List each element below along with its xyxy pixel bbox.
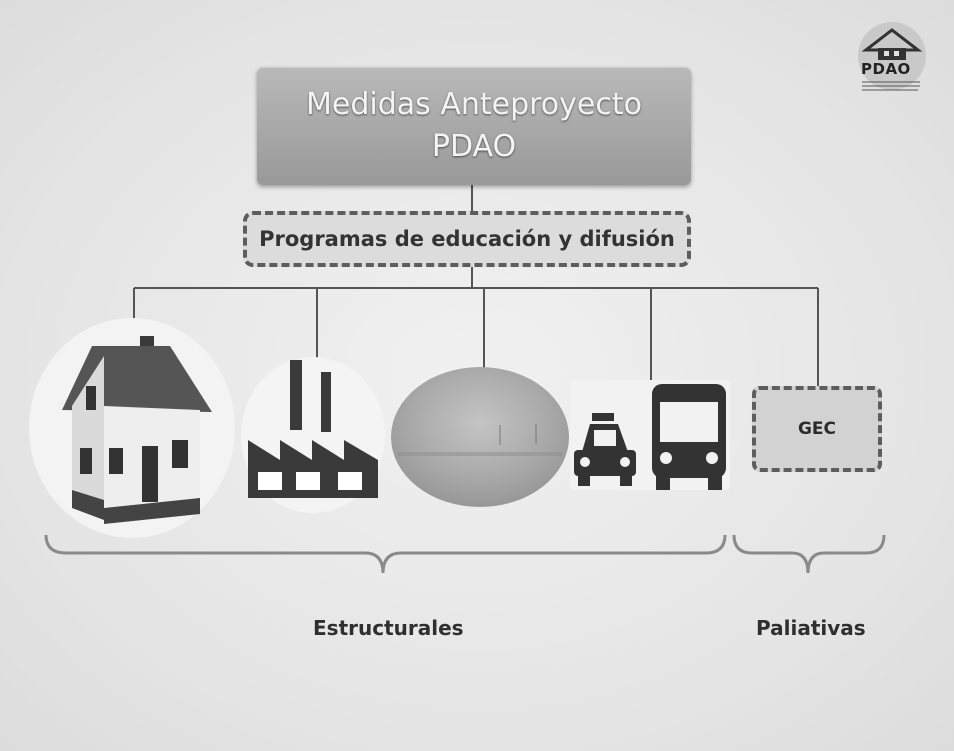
- estructurales-bracket: [44, 534, 727, 574]
- field-photo-icon: [391, 367, 569, 507]
- factory-icon: [241, 357, 385, 513]
- title-line-1: Medidas Anteproyecto: [306, 87, 642, 122]
- paliativas-label: Paliativas: [756, 616, 866, 640]
- house-icon: [29, 318, 235, 538]
- bus-icon: [652, 384, 726, 490]
- paliativas-bracket: [732, 534, 886, 574]
- estructurales-label: Estructurales: [313, 616, 464, 640]
- program-box: Programas de educación y difusión: [243, 211, 691, 267]
- title-line-2: PDAO: [431, 129, 517, 164]
- program-label: Programas de educación y difusión: [259, 227, 675, 251]
- gec-label: GEC: [797, 419, 837, 439]
- gec-box: GEC: [752, 386, 882, 472]
- pdao-logo: [858, 22, 926, 91]
- logo-text: PDAO: [861, 60, 911, 78]
- taxi-icon: [574, 413, 636, 486]
- title-box: Medidas Anteproyecto PDAO: [257, 67, 691, 185]
